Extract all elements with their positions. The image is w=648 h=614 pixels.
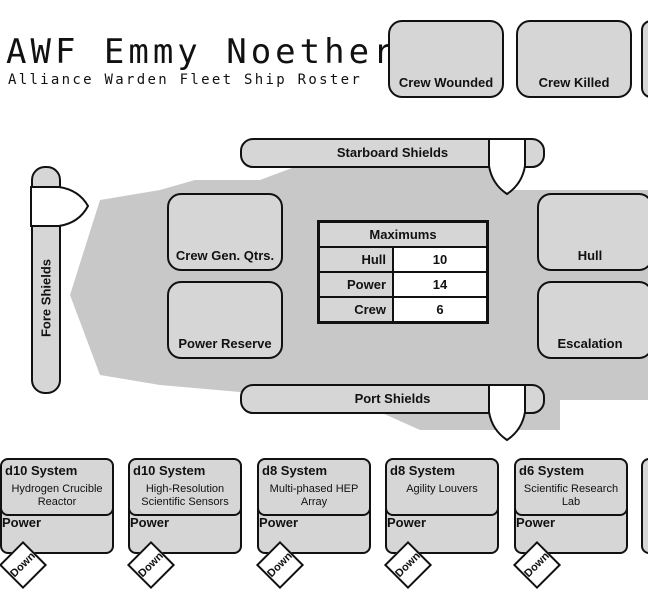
maximums-row-power: Power 14 [317,271,489,298]
system-card-3[interactable]: d8 System Multi-phased HEP Array Power [257,458,371,554]
system-down-label: Down [265,550,295,580]
system-card-edge [641,458,648,554]
system-down-label: Down [136,550,166,580]
system-power-label: Power [130,515,170,530]
system-name: Scientific Research Lab [523,483,619,508]
maximums-value: 14 [392,271,489,298]
system-power-label: Power [2,515,42,530]
maximums-value: 10 [392,246,489,273]
ship-subtitle: Alliance Warden Fleet Ship Roster [8,72,363,88]
escalation-label: Escalation [557,336,623,351]
fore-shields-label: Fore Shields [38,258,54,337]
hull-label: Hull [577,248,603,263]
starboard-shields-bar[interactable]: Starboard Shields [240,138,545,168]
system-die: d10 System [5,463,78,478]
maximums-value: 6 [392,296,489,324]
starboard-shield-marker-icon [488,138,526,196]
system-die: d10 System [133,463,206,478]
system-down-label: Down [522,550,552,580]
system-power-label: Power [516,515,556,530]
system-down-label: Down [393,550,423,580]
system-card-1[interactable]: d10 System Hydrogen Crucible Reactor Pow… [0,458,114,554]
system-header: d10 System Hydrogen Crucible Reactor [0,458,114,516]
system-header: d8 System Multi-phased HEP Array [257,458,371,516]
port-shields-label: Port Shields [354,391,431,406]
escalation-box[interactable]: Escalation [537,281,648,359]
power-reserve-label: Power Reserve [178,336,272,351]
crew-wounded-box[interactable]: Crew Wounded [388,20,504,98]
maximums-row-hull: Hull 10 [317,246,489,273]
hull-box[interactable]: Hull [537,193,648,271]
crew-killed-label: Crew Killed [538,75,610,90]
crew-gen-qtrs-label: Crew Gen. Qtrs. [175,248,275,263]
system-name: Agility Louvers [406,483,478,495]
system-header: d10 System High-Resolution Scientific Se… [128,458,242,516]
ship-name: AWF Emmy Noether [6,32,398,72]
system-name: Multi-phased HEP Array [269,483,359,508]
system-card-5[interactable]: d6 System Scientific Research Lab Power [514,458,628,554]
maximums-row-crew: Crew 6 [317,296,489,324]
system-power-label: Power [259,515,299,530]
system-down-label: Down [8,550,38,580]
system-name: Hydrogen Crucible Reactor [11,483,103,508]
port-shield-marker-icon [488,384,526,442]
extra-box-edge [641,20,648,98]
power-reserve-box[interactable]: Power Reserve [167,281,283,359]
crew-killed-box[interactable]: Crew Killed [516,20,632,98]
system-header: d6 System Scientific Research Lab [514,458,628,516]
fore-shield-marker-icon [30,186,90,227]
maximums-table: Maximums Hull 10 Power 14 Crew 6 [317,220,489,324]
maximums-label: Power [317,271,394,298]
crew-gen-qtrs-box[interactable]: Crew Gen. Qtrs. [167,193,283,271]
system-die: d6 System [519,463,585,478]
starboard-shields-label: Starboard Shields [336,145,449,160]
system-die: d8 System [390,463,456,478]
maximums-title: Maximums [317,220,489,248]
system-name: High-Resolution Scientific Sensors [141,483,229,508]
system-die: d8 System [262,463,328,478]
maximums-label: Crew [317,296,394,324]
system-header: d8 System Agility Louvers [385,458,499,516]
system-card-2[interactable]: d10 System High-Resolution Scientific Se… [128,458,242,554]
maximums-label: Hull [317,246,394,273]
system-card-4[interactable]: d8 System Agility Louvers Power [385,458,499,554]
system-power-label: Power [387,515,427,530]
crew-wounded-label: Crew Wounded [398,75,494,90]
